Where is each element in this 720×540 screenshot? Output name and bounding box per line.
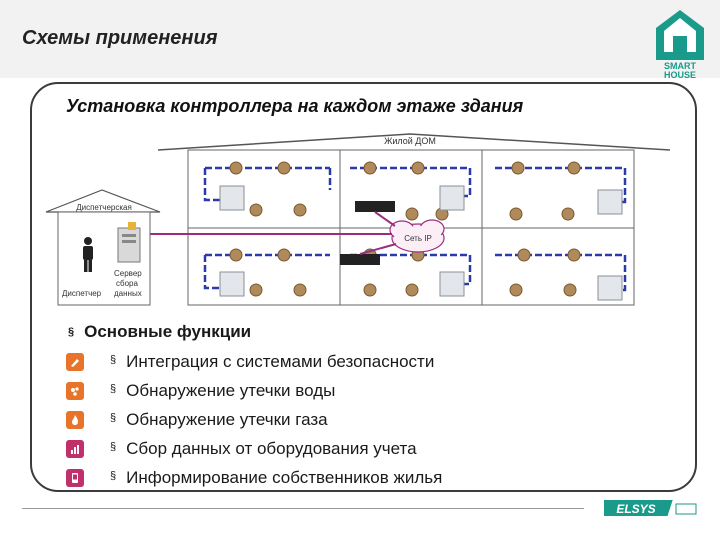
- controller-upper: [355, 201, 395, 212]
- smart-house-logo: SMART HOUSE: [656, 10, 704, 78]
- item-bullet: §: [110, 440, 117, 453]
- function-label: Обнаружение утечки воды: [126, 380, 336, 400]
- function-label: Сбор данных от оборудования учета: [126, 438, 417, 458]
- list-item: § Обнаружение утечки воды: [66, 376, 546, 405]
- water-meters-upper: [229, 161, 581, 221]
- controller-lower: [340, 254, 380, 265]
- server-icon: [117, 222, 141, 263]
- gas-flame-icon: [66, 410, 84, 429]
- server-label-3: данных: [114, 289, 142, 298]
- network-label: Сеть IP: [404, 234, 432, 243]
- elsys-logo: ELSYS: [604, 500, 697, 516]
- meter-data-icon: [66, 439, 84, 458]
- building-label: Жилой ДОМ: [384, 136, 436, 146]
- dispatcher-icon: [83, 237, 93, 272]
- function-label: Информирование собственников жилья: [126, 467, 443, 487]
- phone-icon: [66, 468, 84, 487]
- logo-line2: HOUSE: [664, 70, 696, 78]
- logo-line1: SMART: [664, 61, 696, 71]
- heading-bullet: §: [68, 326, 75, 338]
- water-drop-icon: [66, 381, 84, 400]
- server-label-1: Сервер: [114, 269, 142, 278]
- dispatcher-label: Диспетчер: [62, 289, 102, 298]
- function-label: Интеграция с системами безопасности: [126, 351, 435, 371]
- list-item: § Сбор данных от оборудования учета: [66, 434, 546, 463]
- functions-list: § Интеграция с системами безопасности § …: [66, 347, 546, 492]
- item-bullet: §: [110, 353, 117, 366]
- installation-diagram: Жилой ДОМ Сеть IP: [45, 133, 671, 306]
- building-roof: [157, 133, 671, 151]
- footer-divider: [22, 508, 584, 509]
- bus-upper-left: [203, 166, 332, 202]
- brand-text: ELSYS: [616, 502, 655, 516]
- ip-link: [150, 211, 397, 255]
- security-icon: [66, 352, 84, 371]
- list-item: § Информирование собственников жилья: [66, 463, 546, 492]
- dispatch-label: Диспетчерская: [76, 203, 132, 212]
- electricity-meters: [219, 185, 623, 301]
- functions-heading-text: Основные функции: [84, 322, 252, 341]
- functions-heading: § Основные функции: [68, 322, 251, 342]
- ip-network-cloud: [389, 219, 445, 253]
- server-label-2: сбора: [116, 279, 138, 288]
- bus-lower-right: [495, 253, 627, 292]
- item-bullet: §: [110, 469, 117, 482]
- item-bullet: §: [110, 411, 117, 424]
- header-band: [0, 0, 720, 78]
- bus-lower-left: [203, 253, 330, 290]
- list-item: § Обнаружение утечки газа: [66, 405, 546, 434]
- water-meters-lower: [229, 248, 581, 297]
- page-title: Схемы применения: [22, 27, 218, 49]
- function-label: Обнаружение утечки газа: [126, 409, 328, 429]
- slide-subtitle: Установка контроллера на каждом этаже зд…: [66, 96, 524, 116]
- item-bullet: §: [110, 382, 117, 395]
- list-item: § Интеграция с системами безопасности: [66, 347, 546, 376]
